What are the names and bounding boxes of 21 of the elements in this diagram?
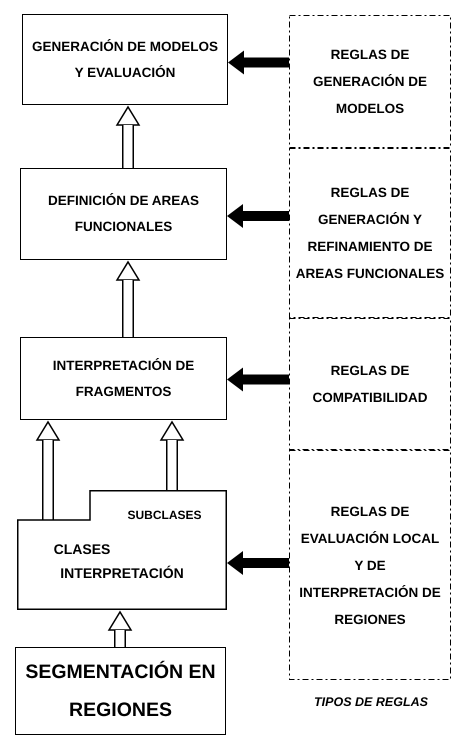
box-text: SEGMENTACIÓN EN REGIONES [24,660,217,723]
process-box [22,14,228,105]
process-box [20,168,227,260]
box-text: REGLAS DE GENERACIÓN DE MODELOS [312,46,428,118]
rule-type-box [289,148,451,318]
box-text: REGLAS DE EVALUACIÓN LOCAL Y DE INTERPRETACIÓN DE REGIONES [298,502,442,628]
caption-label: TIPOS DE REGLAS [313,695,429,709]
stepped-process-box [17,490,227,610]
box-text: INTERPRETACIÓN [59,564,185,583]
box-text: SUBCLASES [126,507,202,524]
rule-type-box [289,15,451,148]
box-text: GENERACIÓN DE MODELOS Y EVALUACIÓN [30,38,219,82]
process-box [20,337,227,420]
rule-type-box [289,318,451,450]
rule-type-box [289,450,451,680]
box-text: REGLAS DE GENERACIÓN Y REFINAMIENTO DE AREAS FUNCIONALES [294,184,446,283]
box-text: REGLAS DE COMPATIBILIDAD [312,362,428,407]
box-text: DEFINICIÓN DE AREAS FUNCIONALES [46,192,200,236]
process-box [15,647,226,735]
box-text: CLASES [52,540,112,559]
box-text: INTERPRETACIÓN DE FRAGMENTOS [52,356,196,400]
